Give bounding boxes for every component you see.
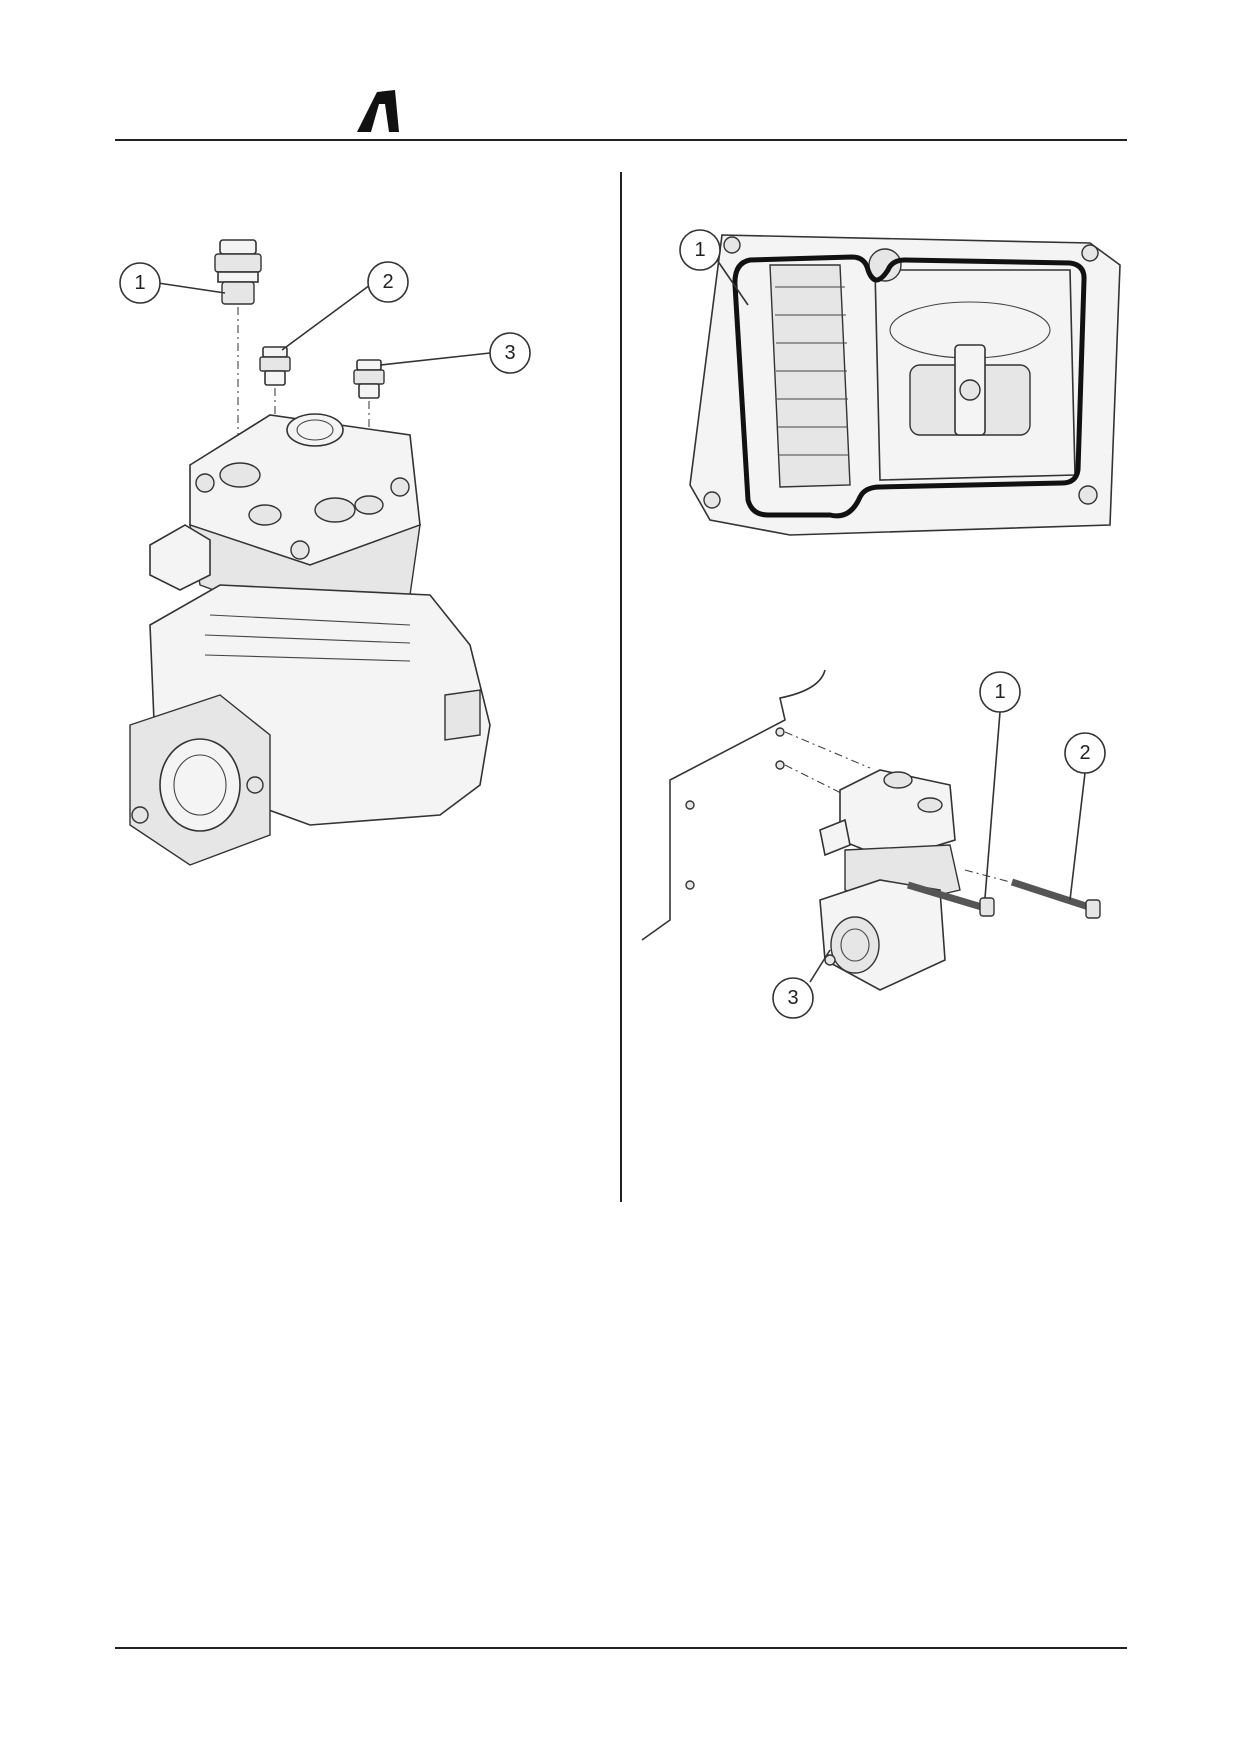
footer-rule — [115, 1647, 1127, 1649]
svg-text:3: 3 — [787, 987, 798, 1009]
fitting-small-3 — [353, 359, 385, 399]
callout-2: 2 — [367, 261, 409, 303]
svg-text:1: 1 — [694, 239, 705, 261]
figure-left-compressor: 1 2 3 — [119, 239, 531, 866]
fitting-large — [214, 239, 262, 305]
compressor-small — [819, 769, 961, 991]
callout-1: 1 — [119, 262, 161, 304]
figure-top-right-cover: 1 — [679, 229, 1121, 536]
cover-housing — [689, 234, 1121, 536]
mounting-plate — [641, 669, 826, 941]
fitting-small-2 — [259, 346, 291, 386]
figure-bottom-right-mounting: 1 2 3 — [641, 669, 1106, 1019]
gasket-seal — [732, 254, 1087, 519]
callout-1: 1 — [979, 671, 1021, 713]
svg-text:1: 1 — [994, 681, 1005, 703]
callout-2: 2 — [1064, 732, 1106, 774]
svg-text:2: 2 — [1079, 742, 1090, 764]
svg-text:2: 2 — [382, 271, 393, 293]
header-rule — [115, 139, 1127, 141]
svg-text:1: 1 — [134, 272, 145, 294]
bolt-1 — [906, 881, 995, 917]
brand-logo-icon — [357, 90, 399, 132]
callout-3: 3 — [489, 332, 531, 374]
callout-3: 3 — [772, 977, 814, 1019]
column-divider — [620, 172, 622, 1202]
svg-text:3: 3 — [504, 342, 515, 364]
bolt-2 — [964, 869, 1101, 919]
callout-1: 1 — [679, 229, 721, 271]
compressor — [129, 413, 491, 866]
